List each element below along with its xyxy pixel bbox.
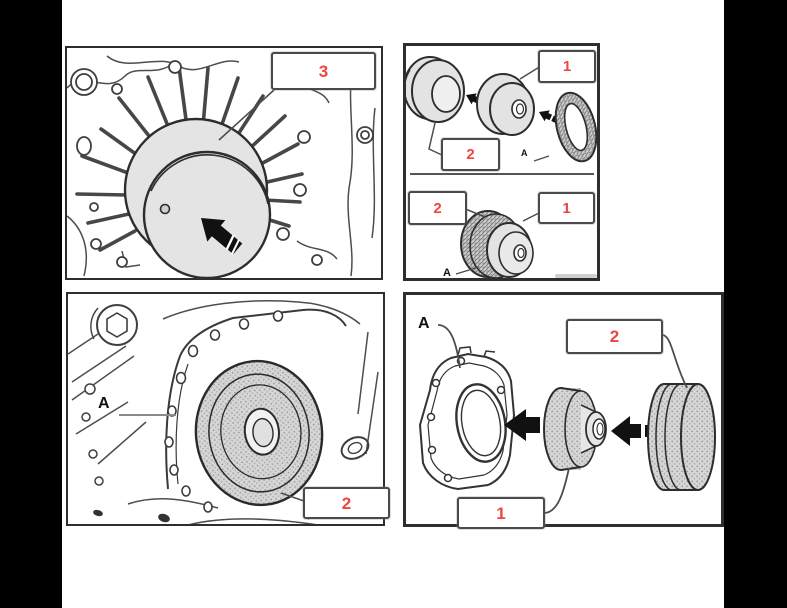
ref-letter-a: A	[98, 395, 110, 412]
panel-sealing-flange-exploded	[403, 292, 724, 527]
callout-label: 3	[318, 61, 329, 81]
stud-fan	[75, 65, 304, 252]
installed-seal-drum	[194, 359, 324, 507]
callout-box-2: 2	[303, 487, 390, 519]
ref-letter-a: A	[418, 315, 430, 332]
callout-label: 2	[466, 146, 475, 163]
callout-box-1-upper: 1	[538, 50, 596, 83]
callout-box-2-upper: 2	[441, 138, 500, 171]
part-1-tool	[476, 73, 535, 136]
panel-tool-parts-exploded	[403, 43, 600, 281]
ref-letter-a: A	[521, 148, 528, 158]
part-2-sleeve	[406, 56, 465, 123]
callout-label: 2	[433, 199, 442, 217]
fitting-sleeve-drum	[647, 383, 716, 491]
watermark-smudge	[555, 274, 597, 278]
line-art-tool-parts	[406, 56, 597, 278]
hex-bolt	[90, 304, 138, 346]
line-art-flange-exploded	[418, 324, 716, 514]
seal-driver-drum	[123, 117, 272, 278]
ref-letter-a: A	[443, 267, 451, 279]
seal-ring	[554, 91, 597, 163]
callout-label: 1	[562, 58, 572, 75]
right-black-bar	[724, 0, 787, 608]
callout-box-2: 2	[566, 319, 663, 354]
assembled-tool-and-seal	[460, 210, 534, 278]
callout-label: 2	[609, 327, 620, 346]
callout-box-3: 3	[271, 52, 376, 90]
left-black-bar	[0, 0, 62, 608]
sealing-flange-plate	[418, 346, 516, 491]
line-art-engine-front	[67, 55, 376, 278]
press-direction-arrow-icon	[201, 218, 243, 255]
callout-box-1-lower: 1	[538, 192, 595, 224]
line-art-engine-rear	[68, 300, 379, 524]
callout-label: 1	[562, 199, 571, 217]
seal-with-fitting-sleeve	[543, 387, 607, 471]
sealing-flange-outline	[164, 308, 347, 513]
callout-label: 2	[341, 493, 352, 513]
callout-label: 1	[496, 503, 506, 523]
callout-box-2-lower: 2	[408, 191, 467, 225]
callout-box-1: 1	[457, 497, 545, 529]
